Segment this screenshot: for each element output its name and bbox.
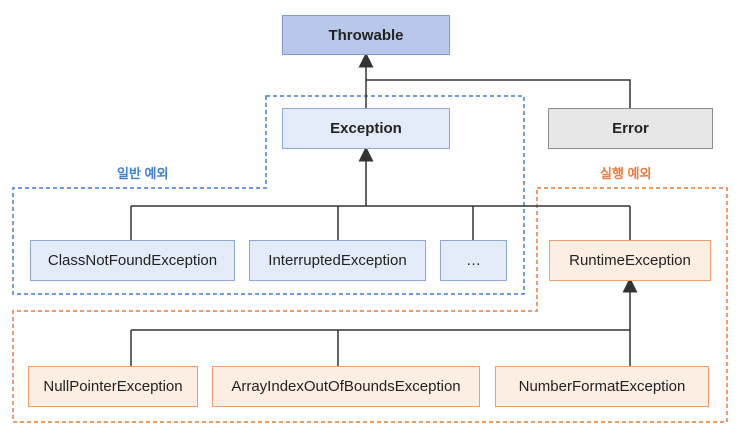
throwable-node: Throwable [282,15,450,55]
more-exceptions-node: … [440,240,507,281]
checked-exception-label: 일반 예외 [117,166,169,181]
null-pointer-exception-node: NullPointerException [28,366,198,407]
runtime-exception-region [12,187,728,423]
number-format-exception-node: NumberFormatException [495,366,709,407]
array-index-out-of-bounds-exception-node: ArrayIndexOutOfBoundsException [212,366,480,407]
interrupted-exception-node: InterruptedException [249,240,426,281]
error-node: Error [548,108,713,149]
exception-node: Exception [282,108,450,149]
class-not-found-exception-node: ClassNotFoundException [30,240,235,281]
runtime-exception-label: 실행 예외 [600,166,652,181]
error-to-throwable-connector [366,79,631,108]
checked-exception-region [12,95,525,295]
runtime-exception-node: RuntimeException [549,240,711,281]
